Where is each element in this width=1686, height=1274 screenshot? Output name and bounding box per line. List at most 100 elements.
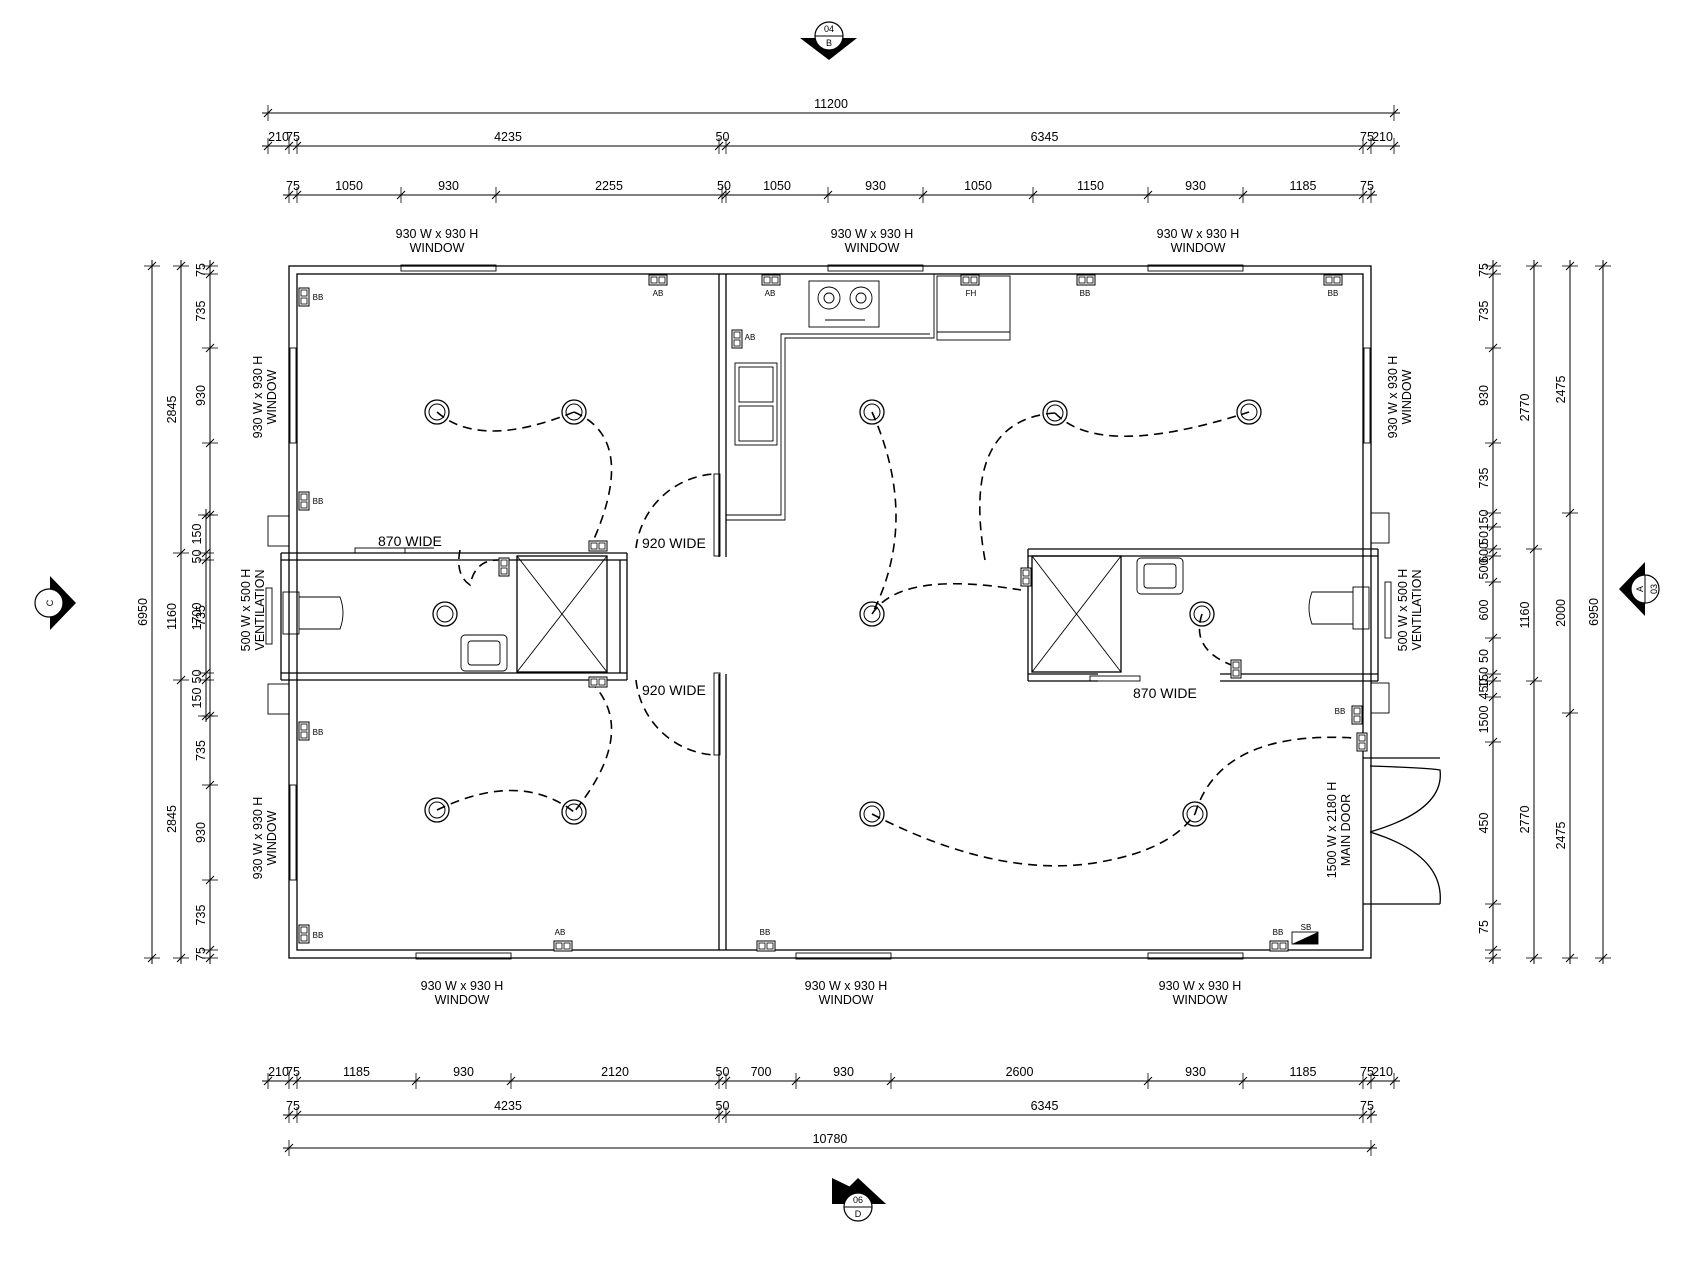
section-marker-top: 04 B (800, 21, 857, 60)
dim-right-inner1-label: 930 (1477, 385, 1491, 406)
dim-top-row2-label: 75 (286, 130, 300, 144)
outlet-label: AB (765, 289, 776, 298)
power-outlet-icon: BB (298, 287, 323, 307)
dim-top-row3-label: 2255 (595, 179, 623, 193)
dim-top-row2-label: 210 (1372, 130, 1393, 144)
dim-right-mid2-label: 2000 (1554, 599, 1568, 627)
dim-left-inner2-label: 735 (194, 905, 208, 926)
door-width-label-upper: 920 WIDE (642, 535, 706, 551)
dim-left-outer: 6950 (136, 260, 160, 964)
power-outlet-icon (1356, 732, 1368, 752)
dim-left-inner2-label: 75 (194, 947, 208, 961)
power-outlet-icon: AB (731, 329, 756, 349)
marker-top-num: 04 (824, 24, 834, 34)
svg-text:VENTILATION: VENTILATION (1410, 569, 1424, 650)
dim-top-row3-label: 930 (1185, 179, 1206, 193)
dim-left-inner1-label: 1700 (190, 603, 204, 631)
section-marker-right: A 03 (1619, 562, 1660, 616)
dim-bottom-row1-label: 930 (833, 1065, 854, 1079)
marker-left-letter: C (45, 599, 55, 606)
marker-bottom-letter: D (855, 1209, 862, 1219)
dim-right-inner1-label: 150 (1477, 667, 1491, 688)
power-outlet-icon: BB (298, 491, 323, 511)
dim-top-overall: 11200 (262, 97, 1400, 121)
marker-right-num: 03 (1649, 584, 1659, 594)
section-marker-left: C (34, 576, 76, 630)
dim-top-row3-label: 1050 (964, 179, 992, 193)
svg-text:WINDOW: WINDOW (1173, 993, 1228, 1007)
outlet-label: BB (1335, 707, 1346, 716)
svg-text:WINDOW: WINDOW (845, 241, 900, 255)
dim-bottom-row1-label: 210 (268, 1065, 289, 1079)
dim-bottom-row2-label: 75 (1360, 1099, 1374, 1113)
svg-text:WINDOW: WINDOW (819, 993, 874, 1007)
power-outlet-icon (1020, 567, 1032, 587)
door-width-label-right: 870 WIDE (1133, 685, 1197, 701)
dim-top-row3-label: 930 (865, 179, 886, 193)
outlet-label: FH (966, 289, 977, 298)
dim-top-row2-label: 4235 (494, 130, 522, 144)
dim-bottom-row1-label: 2120 (601, 1065, 629, 1079)
svg-text:930 W x 930 H: 930 W x 930 H (251, 797, 265, 880)
dim-top-row2-label: 210 (268, 130, 289, 144)
dim-right-inner1-label: 50 (1477, 649, 1491, 663)
outlet-label: BB (760, 928, 771, 937)
dim-left-inner2-label: 735 (194, 605, 208, 626)
windows (265, 264, 1392, 960)
dim-left-inner2-label: 735 (194, 740, 208, 761)
dim-left-inner1-label: 150 (190, 524, 204, 545)
svg-text:930 W x 930 H: 930 W x 930 H (805, 979, 888, 993)
dim-right-mid-label: 2770 (1518, 394, 1532, 422)
svg-text:WINDOW: WINDOW (265, 810, 279, 865)
dim-top-row3-label: 50 (717, 179, 731, 193)
svg-text:930 W x 930 H: 930 W x 930 H (396, 227, 479, 241)
dim-right-inner1: 7573593073515050600500600501504501500450… (1477, 260, 1501, 964)
dim-bottom-row1-label: 700 (751, 1065, 772, 1079)
dim-right-inner1-label: 500 (1477, 559, 1491, 580)
dim-left-outer-label: 6950 (136, 598, 150, 626)
svg-text:1500 W x 2180 H: 1500 W x 2180 H (1325, 782, 1339, 879)
light-fitting-icon (561, 799, 587, 825)
power-outlet-icon: FH (960, 274, 980, 298)
power-outlet-icon: BB (298, 924, 323, 944)
power-outlet-icon (1230, 659, 1242, 679)
dim-right-mid2-label: 2475 (1554, 822, 1568, 850)
power-outlet-icon (588, 540, 608, 552)
outlet-label: AB (555, 928, 566, 937)
dim-left-inner2-label: 930 (194, 822, 208, 843)
power-outlet-icon: AB (553, 928, 573, 952)
dim-bottom-row1-label: 75 (286, 1065, 300, 1079)
dim-top-row2-label: 75 (1360, 130, 1374, 144)
outlet-label: BB (1328, 289, 1339, 298)
dim-right-inner1-label: 600 (1477, 600, 1491, 621)
dim-right-mid-label: 1160 (1518, 602, 1532, 629)
wiring-runs (436, 411, 1355, 867)
outlet-label: AB (653, 289, 664, 298)
dim-left-inner1-label: 50 (190, 670, 204, 684)
outlet-label: AB (745, 333, 756, 342)
power-outlet-icon: AB (761, 274, 781, 298)
power-outlet-icon: BB (1269, 928, 1289, 952)
svg-text:930 W x 930 H: 930 W x 930 H (1159, 979, 1242, 993)
dim-right-mid2-label: 2475 (1554, 376, 1568, 404)
dim-top-row2-label: 6345 (1031, 130, 1059, 144)
ceiling-lights (424, 399, 1262, 827)
dim-bottom-row2-label: 4235 (494, 1099, 522, 1113)
doors (354, 473, 1441, 905)
dim-top-row3-label: 1050 (763, 179, 791, 193)
dim-bottom-row1-label: 930 (1185, 1065, 1206, 1079)
dim-bottom-row2-label: 75 (286, 1099, 300, 1113)
dim-right-inner1-label: 50 (1477, 531, 1491, 545)
